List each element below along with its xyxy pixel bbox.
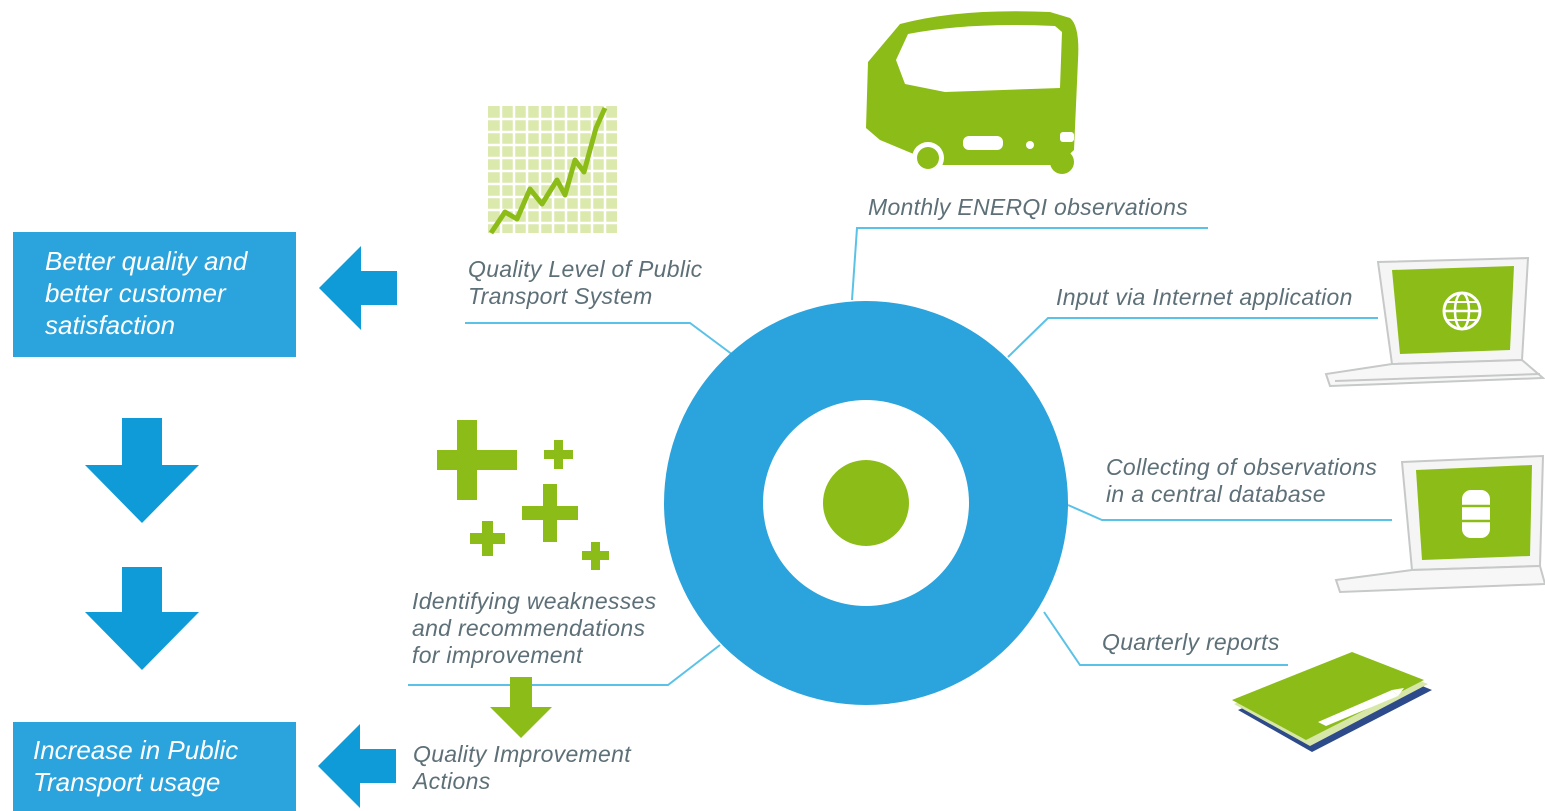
- bus-icon: [866, 11, 1079, 174]
- laptop-database-icon: [1334, 454, 1545, 594]
- arrow-left-bottom-icon: [318, 724, 396, 808]
- blue-arrows: [85, 246, 397, 808]
- connector-identifying: [408, 644, 721, 686]
- connector-input: [1007, 317, 1378, 358]
- connector-quality-level: [465, 322, 734, 356]
- plus-signs-icon: [437, 420, 609, 570]
- label-identifying-line: for improvement: [412, 642, 583, 668]
- connector-lines: [408, 227, 1392, 686]
- label-actions-line: Actions: [413, 768, 491, 794]
- outcome-box-quality-line: Better quality and: [45, 246, 248, 276]
- arrow-down-1-icon: [85, 418, 199, 523]
- target-circle-icon: [664, 301, 1068, 705]
- arrow-left-top-icon: [319, 246, 397, 330]
- label-quarterly: Quarterly reports: [1102, 629, 1280, 655]
- label-input: Input via Internet application: [1056, 284, 1353, 310]
- outcome-box-quality: Better quality and better customer satis…: [13, 232, 296, 357]
- report-folder-pen-icon: [1232, 652, 1432, 752]
- arrow-down-green-icon: [490, 677, 552, 738]
- growth-chart-icon: [488, 106, 617, 235]
- outcome-box-usage: Increase in Public Transport usage: [13, 722, 296, 811]
- label-quality-level: Quality Level of Public Transport System: [468, 256, 702, 310]
- label-identifying-line: Identifying weaknesses: [412, 588, 657, 614]
- outcome-box-usage-line: Increase in Public: [33, 735, 239, 765]
- outcome-box-usage-line: Transport usage: [33, 767, 221, 797]
- connector-monthly: [851, 227, 1208, 301]
- arrow-down-2-icon: [85, 567, 199, 670]
- label-actions-line: Quality Improvement: [413, 741, 631, 767]
- connector-quarterly: [1043, 611, 1288, 666]
- label-identifying: Identifying weaknesses and recommendatio…: [412, 588, 656, 669]
- label-collecting-line: Collecting of observations: [1106, 454, 1378, 480]
- laptop-globe-icon: [1324, 256, 1545, 388]
- label-actions: Quality Improvement Actions: [413, 741, 631, 795]
- outcome-box-quality-line: satisfaction: [45, 310, 176, 340]
- outcome-box-quality-line: better customer: [45, 278, 226, 308]
- label-monthly: Monthly ENERQI observations: [868, 194, 1189, 220]
- label-quality-level-line: Quality Level of Public: [468, 256, 703, 282]
- label-collecting: Collecting of observations in a central …: [1106, 454, 1377, 508]
- label-quality-level-line: Transport System: [468, 283, 653, 309]
- connector-collecting: [1067, 504, 1392, 521]
- label-identifying-line: and recommendations: [412, 615, 646, 641]
- label-collecting-line: in a central database: [1106, 481, 1326, 507]
